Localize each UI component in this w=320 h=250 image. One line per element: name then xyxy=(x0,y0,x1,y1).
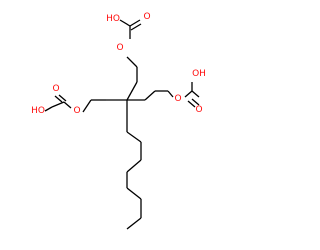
bond xyxy=(187,100,196,108)
top-ether-o-label: O xyxy=(116,43,123,53)
bond xyxy=(54,95,63,103)
bond xyxy=(44,106,53,112)
right-ether-o-label: O xyxy=(174,94,181,104)
bond xyxy=(126,159,142,173)
structure-diagram: HO O O HO O O OH O O xyxy=(31,12,206,230)
bond xyxy=(126,56,138,68)
bond xyxy=(130,23,142,31)
bond xyxy=(119,19,131,27)
bond xyxy=(63,101,72,109)
atom-labels: HO O O HO O O OH O O xyxy=(31,12,206,116)
top-ho-label: HO xyxy=(106,14,120,24)
bond xyxy=(144,90,156,101)
bond xyxy=(126,81,138,101)
bond xyxy=(191,90,200,98)
bond xyxy=(184,90,193,98)
top-carbonyl-o-label: O xyxy=(143,12,150,22)
bond xyxy=(126,217,142,230)
bond xyxy=(58,94,67,102)
bond xyxy=(126,187,142,200)
left-ho-label: HO xyxy=(31,106,45,116)
right-carbonyl-o-label: O xyxy=(195,105,202,115)
left-carbonyl-o-label: O xyxy=(52,84,59,94)
bond xyxy=(129,19,141,27)
bond xyxy=(191,98,200,106)
bond xyxy=(51,101,65,108)
bond xyxy=(82,99,92,113)
bond xyxy=(126,131,142,143)
bond xyxy=(167,90,174,98)
right-ho-label: OH xyxy=(192,69,206,79)
left-ether-o-label: O xyxy=(73,106,80,116)
bonds xyxy=(44,19,200,230)
